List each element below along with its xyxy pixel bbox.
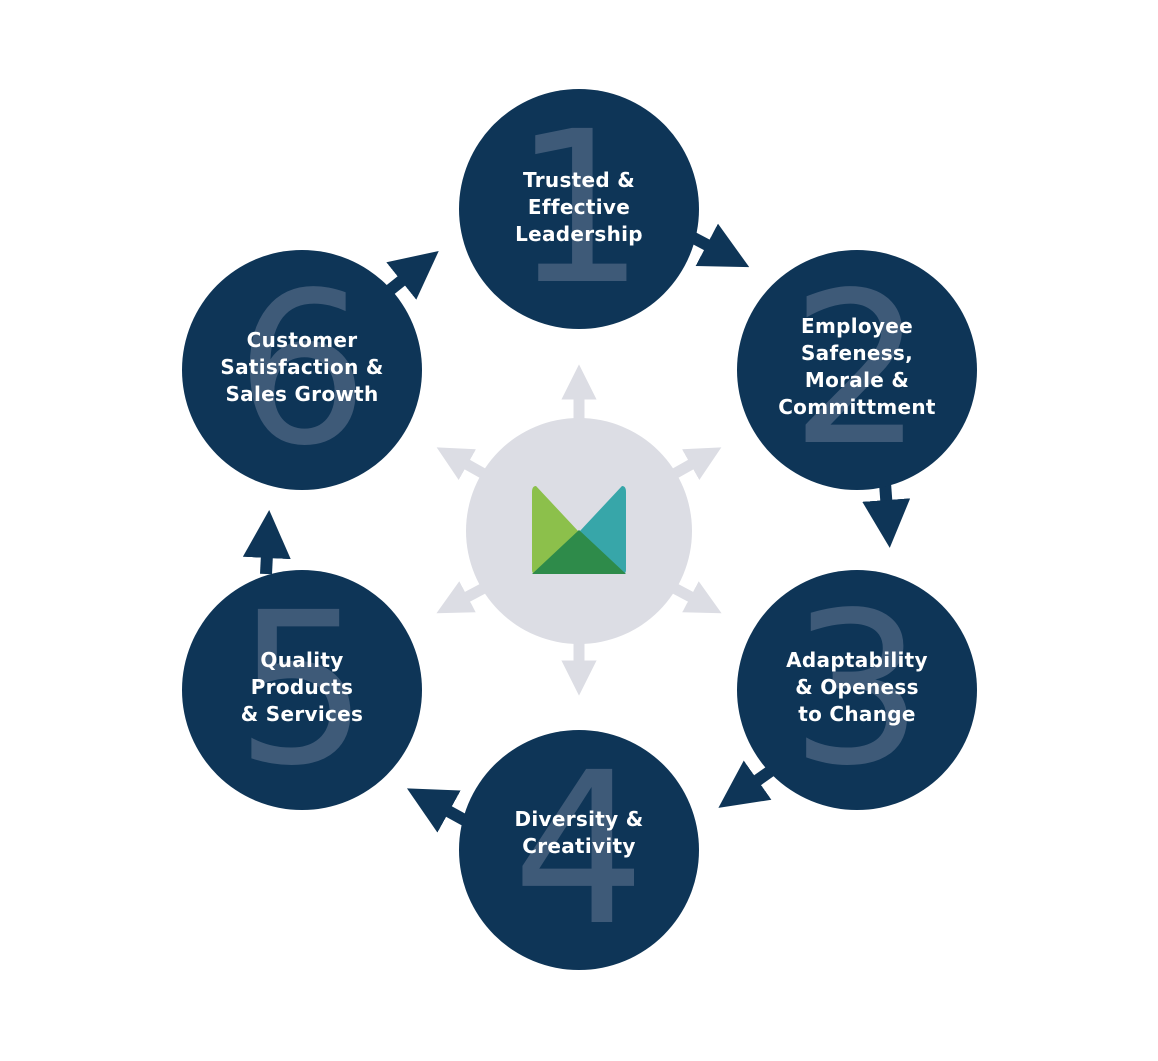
logo-bottom-shape xyxy=(532,530,626,574)
arrow-5-to-6 xyxy=(242,510,291,575)
step-label-5: Quality Products & Services xyxy=(240,648,364,726)
step-circle-1: 1 Trusted & Effective Leadership xyxy=(459,89,699,329)
step-circle-4: 4 Diversity & Creativity xyxy=(459,730,699,970)
hub-arrow-up-right xyxy=(671,447,722,480)
hub-arrows xyxy=(436,364,722,696)
step-label-4: Diversity & Creativity xyxy=(514,807,644,858)
step-circle-2: 2 Employee Safeness, Morale & Committmen… xyxy=(737,250,977,490)
step-label-6: Customer Satisfaction & Sales Growth xyxy=(220,328,384,406)
step-number-2: 2 xyxy=(790,250,924,490)
arrow-1-to-2 xyxy=(687,223,750,268)
step-circle-3: 3 Adaptability & Openess to Change xyxy=(737,570,977,810)
company-logo xyxy=(532,486,626,574)
hub-arrow-up-left xyxy=(436,447,487,480)
arrow-6-to-1 xyxy=(386,251,439,300)
step-label-1: Trusted & Effective Leadership xyxy=(515,168,643,246)
step-circle-6: 6 Customer Satisfaction & Sales Growth xyxy=(182,250,422,490)
step-number-5: 5 xyxy=(235,570,369,810)
arrow-4-to-5 xyxy=(406,788,471,833)
hub-arrow-down-left xyxy=(436,581,487,614)
step-label-2: Employee Safeness, Morale & Committment xyxy=(778,314,936,419)
step-number-6: 6 xyxy=(235,250,369,490)
cycle-arrows xyxy=(242,223,911,833)
step-number-1: 1 xyxy=(512,89,646,329)
arrow-3-to-4 xyxy=(718,760,776,808)
step-circle-5: 5 Quality Products & Services xyxy=(182,570,422,810)
step-label-3: Adaptability & Openess to Change xyxy=(786,648,928,726)
arrow-2-to-3 xyxy=(862,482,911,548)
hub-arrow-down-right xyxy=(671,581,722,614)
step-number-4: 4 xyxy=(512,730,646,970)
step-number-3: 3 xyxy=(790,570,924,810)
